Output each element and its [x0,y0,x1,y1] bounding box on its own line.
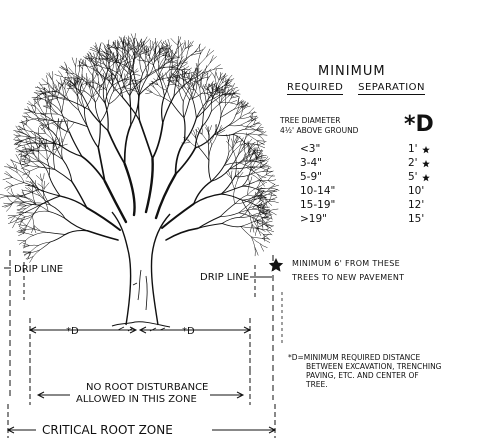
table-row-diameter: 15-19" [300,199,336,211]
table-row-diameter: >19" [300,213,327,225]
table-row-diameter: 3-4" [300,157,322,169]
header-tree-diameter-1: TREE DIAMETER [280,116,341,125]
table-row-diameter: 10-14" [300,185,336,197]
no-root-zone [29,370,251,405]
d-right-label: *D [182,326,195,337]
definition-line: BETWEEN EXCAVATION, TRENCHING [306,362,442,371]
table-star-markers [422,146,430,182]
header-tree-diameter-2: 4½' ABOVE GROUND [280,126,359,135]
title-required: REQUIRED [287,82,344,95]
star-icon [422,174,430,182]
star-note-line1: MINIMUM 6' FROM THESE [292,259,400,268]
star-note-line2: TREES TO NEW PAVEMENT [292,273,405,282]
table-row-separation: 1' [408,143,418,155]
no-root-zone-line2: ALLOWED IN THIS ZONE [76,394,197,405]
title-line2: REQUIRED SEPARATION [287,82,426,95]
title-line1: MINIMUM [318,64,386,79]
table-row-separation: 5' [408,171,418,183]
definition-block: *D=MINIMUM REQUIRED DISTANCE BETWEEN EXC… [288,353,442,389]
tree-canopy [0,33,280,263]
table-row-separation: 15' [408,213,425,225]
drip-line-right-label: DRIP LINE [200,272,272,283]
d-left-label: *D [66,326,79,337]
no-root-zone-line1: NO ROOT DISTURBANCE [86,382,208,393]
definition-line: *D=MINIMUM REQUIRED DISTANCE [288,353,421,362]
table-row-separation: 2' [408,157,418,169]
table-row-separation: 12' [408,199,425,211]
drip-line-left-text: DRIP LINE [14,264,63,275]
table-row-diameter: 5-9" [300,171,322,183]
definition-line: TREE. [306,380,328,389]
d-dimension-right [138,318,252,375]
definition-line: PAVING, ETC. AND CENTER OF [306,371,419,380]
drip-line-left-label: DRIP LINE [4,264,63,275]
table-row-separation: 10' [408,185,425,197]
critical-root-zone-label: CRITICAL ROOT ZONE [42,423,173,437]
drip-line-markers [9,250,274,400]
critical-root-zone-dimension [6,404,277,438]
star-icon [422,146,430,154]
star-icon [422,160,430,168]
header-d: *D [404,112,434,137]
drip-line-right-text: DRIP LINE [200,272,249,283]
tree-trunk [111,211,171,326]
d-dimension-left [28,318,138,375]
title-separation: SEPARATION [358,82,426,95]
star-note-icon [268,258,284,272]
table-row-diameter: <3" [300,143,321,155]
